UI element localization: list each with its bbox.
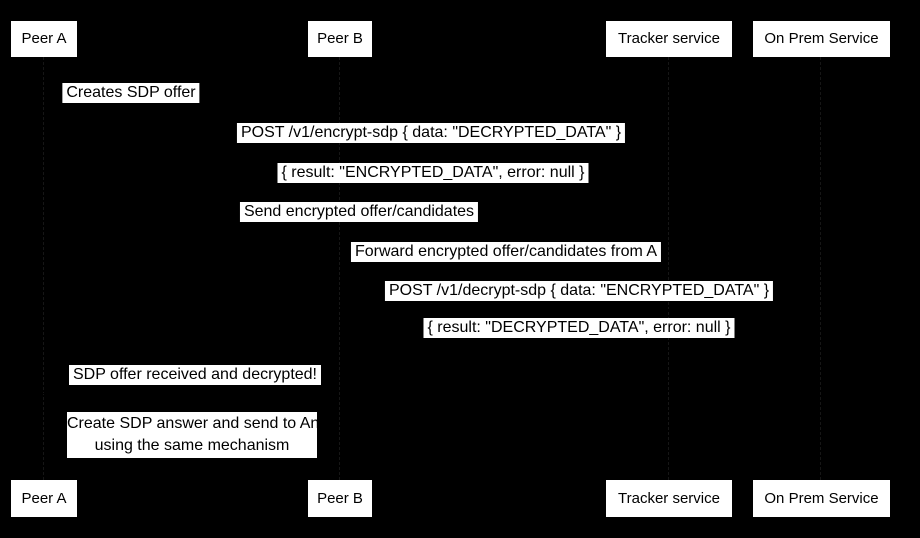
arrow-forward-offer	[339, 270, 668, 271]
participant-tracker-service-top: Tracker service	[606, 21, 732, 57]
participant-on-prem-service-top: On Prem Service	[753, 21, 890, 57]
arrow-send-offer	[43, 231, 668, 232]
message-send-encrypted-offer: Send encrypted offer/candidates	[239, 202, 479, 222]
arrow-encrypt-response	[43, 191, 820, 192]
lifeline-tracker-service	[668, 57, 669, 480]
note-line-2: using the same mechanism	[94, 437, 290, 454]
participant-peer-b-bottom: Peer B	[308, 480, 372, 517]
note-create-sdp-answer: Create SDP answer and send to An using t…	[67, 412, 320, 458]
message-encrypt-result: { result: "ENCRYPTED_DATA", error: null …	[277, 163, 589, 183]
message-creates-sdp-offer: Creates SDP offer	[62, 83, 200, 103]
message-decrypt-result: { result: "DECRYPTED_DATA", error: null …	[423, 318, 735, 338]
lifeline-peer-a	[43, 57, 44, 480]
message-post-decrypt-sdp: POST /v1/decrypt-sdp { data: "ENCRYPTED_…	[384, 281, 774, 301]
lifeline-peer-b	[339, 57, 340, 480]
participant-peer-b-top: Peer B	[308, 21, 372, 57]
participant-on-prem-service-bottom: On Prem Service	[753, 480, 890, 517]
participant-peer-a-bottom: Peer A	[11, 480, 77, 517]
message-sdp-offer-received: SDP offer received and decrypted!	[69, 365, 321, 385]
participant-peer-a-top: Peer A	[11, 21, 77, 57]
note-line-1: Create SDP answer and send to An	[67, 415, 320, 432]
arrow-decrypt-response	[339, 346, 820, 347]
lifeline-on-prem-service	[820, 57, 821, 480]
arrow-offer-received	[43, 393, 339, 394]
arrow-decrypt-request	[339, 309, 820, 310]
message-forward-encrypted-offer: Forward encrypted offer/candidates from …	[350, 242, 662, 262]
participant-tracker-service-bottom: Tracker service	[606, 480, 732, 517]
arrow-encrypt-request	[43, 151, 820, 152]
message-post-encrypt-sdp: POST /v1/encrypt-sdp { data: "DECRYPTED_…	[236, 123, 626, 143]
